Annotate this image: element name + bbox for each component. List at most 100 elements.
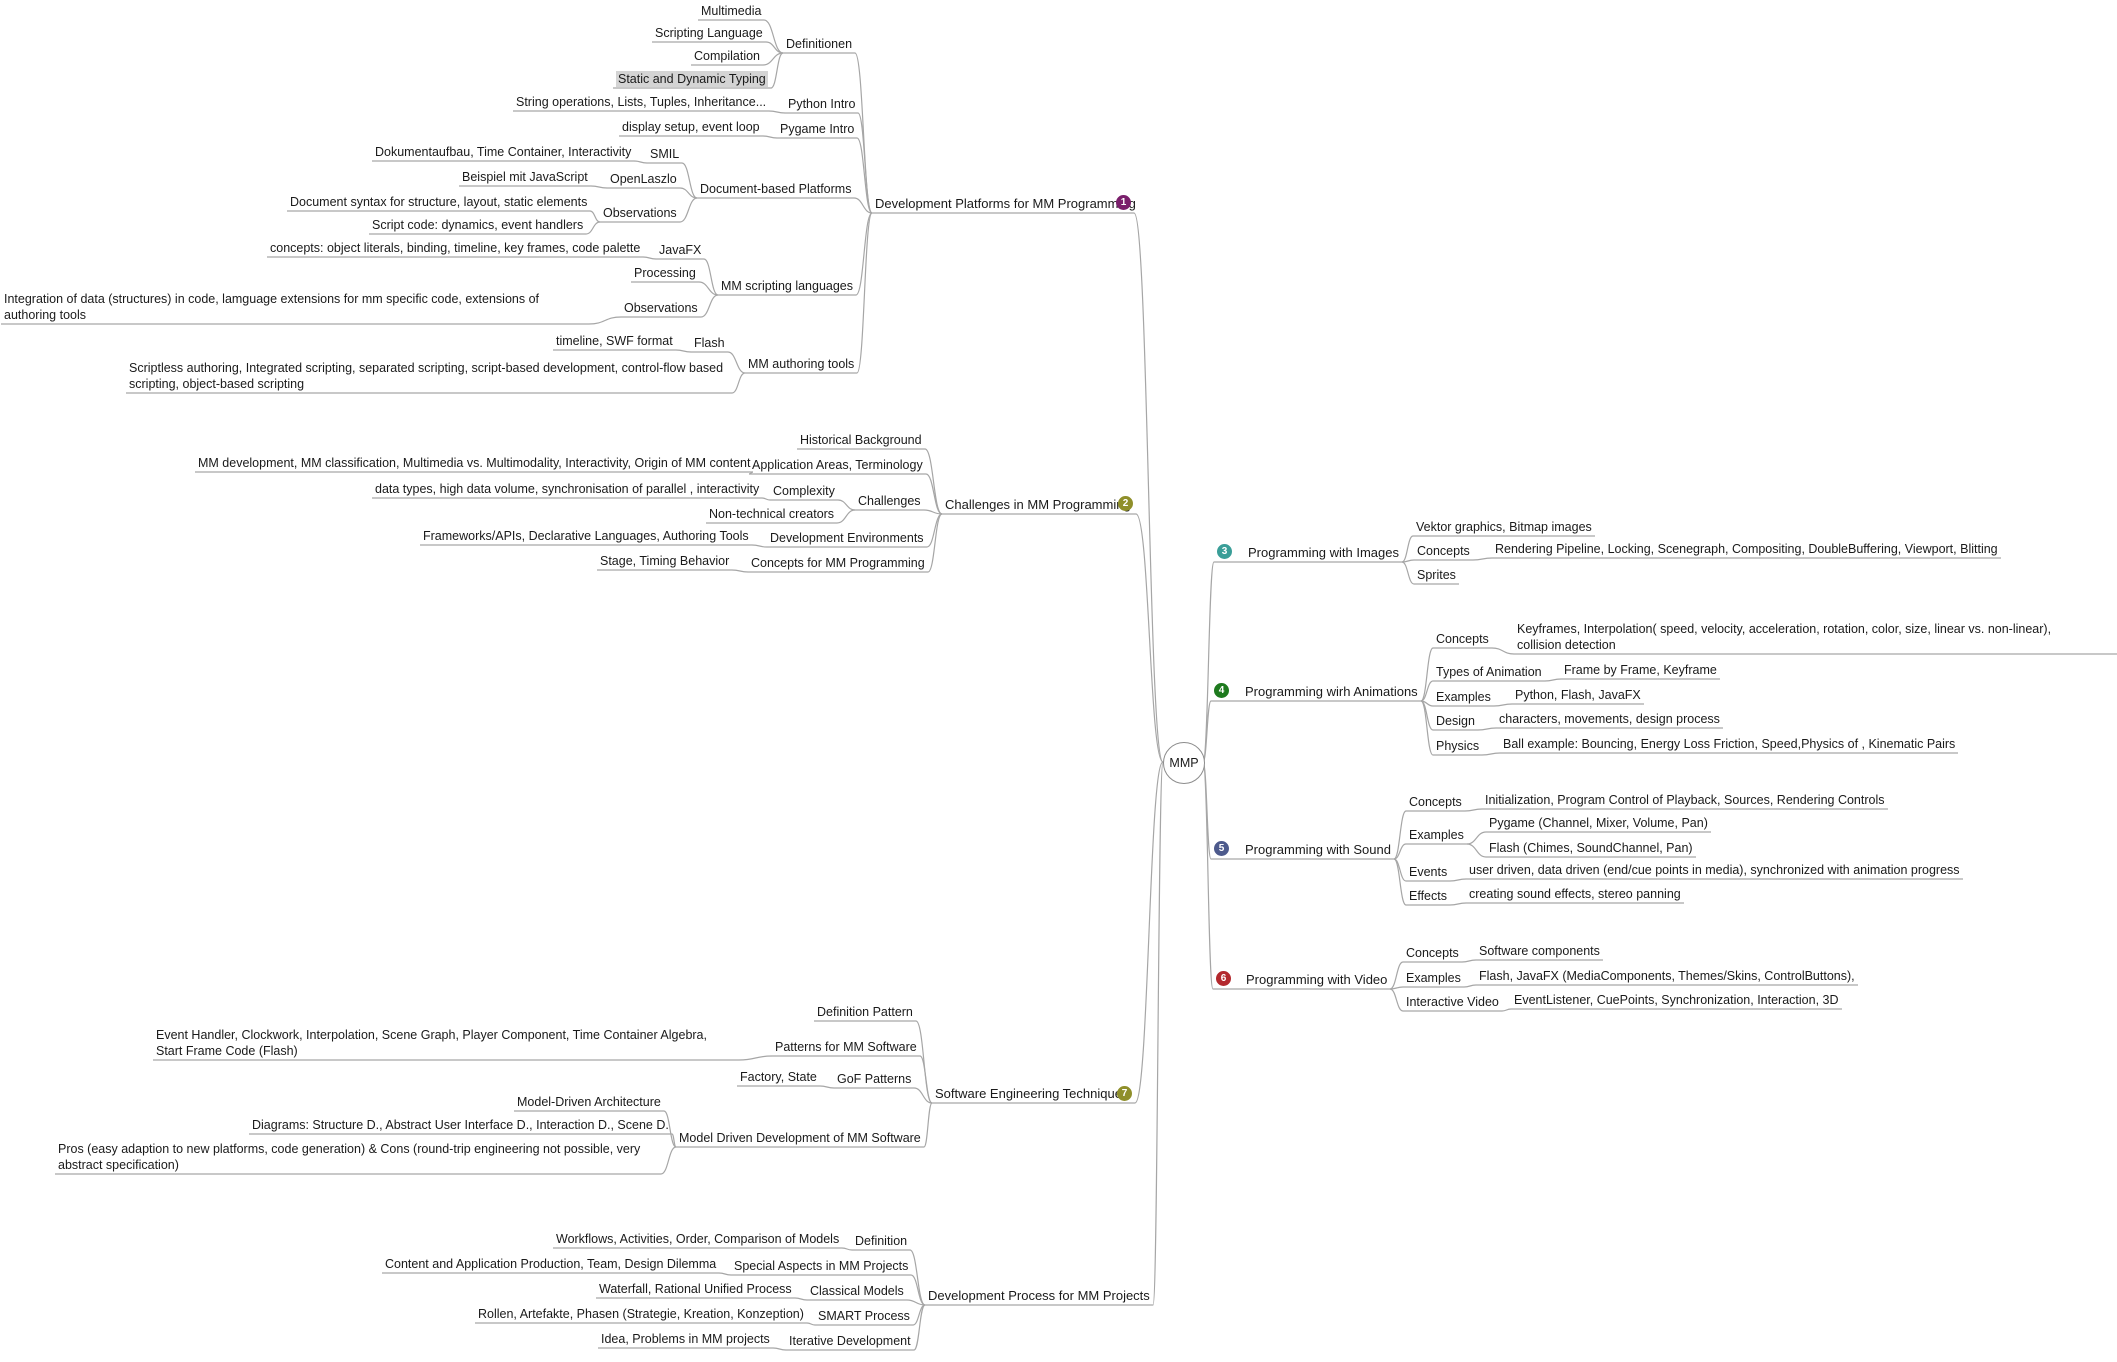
node-ad[interactable]: Design — [1436, 714, 1475, 728]
node-pid1[interactable]: Idea, Problems in MM projects — [601, 1332, 770, 1346]
node-aa[interactable]: Application Areas, Terminology — [752, 458, 923, 472]
node-cmp[interactable]: Concepts for MM Programming — [751, 556, 925, 570]
edge-b8-pd — [909, 1249, 926, 1306]
node-cmp1[interactable]: Stage, Timing Behavior — [600, 554, 730, 568]
node-pm1[interactable]: Event Handler, Clockwork, Interpolation,… — [156, 1028, 707, 1058]
node-mobs1[interactable]: Integration of data (structures) in code… — [4, 292, 539, 322]
node-is[interactable]: Sprites — [1417, 568, 1456, 582]
branch-node-b1[interactable]: Development Platforms for MM Programming — [875, 196, 1136, 211]
node-jfx1[interactable]: concepts: object literals, binding, time… — [270, 241, 641, 255]
node-vc1[interactable]: Software components — [1479, 944, 1600, 958]
branch-node-b5[interactable]: Programming with Sound — [1245, 842, 1391, 857]
node-sv1[interactable]: user driven, data driven (end/cue points… — [1469, 863, 1960, 877]
node-pm[interactable]: Patterns for MM Software — [775, 1040, 917, 1054]
node-def3[interactable]: Compilation — [694, 49, 761, 63]
branch-node-b7[interactable]: Software Engineering Techniques — [935, 1086, 1129, 1101]
node-sv[interactable]: Events — [1409, 865, 1448, 879]
edge-b6-vc — [1389, 961, 1404, 990]
node-doc[interactable]: Document-based Platforms — [700, 182, 852, 196]
edge-root-b7 — [1134, 761, 1164, 1104]
node-i1[interactable]: Vektor graphics, Bitmap images — [1416, 520, 1592, 534]
node-pd[interactable]: Definition — [855, 1234, 908, 1248]
node-proc[interactable]: Processing — [634, 266, 696, 280]
node-pg[interactable]: Pygame Intro — [780, 122, 855, 136]
node-ae1[interactable]: Python, Flash, JavaFX — [1515, 688, 1641, 702]
node-ch[interactable]: Challenges — [858, 494, 921, 508]
node-def4[interactable]: Static and Dynamic Typing — [616, 71, 768, 87]
node-pg1[interactable]: display setup, event loop — [622, 120, 760, 134]
node-gof1[interactable]: Factory, State — [740, 1070, 817, 1084]
node-ac[interactable]: Concepts — [1436, 632, 1489, 646]
branch-node-b3[interactable]: Programming with Images — [1248, 545, 1399, 560]
node-obs1[interactable]: Document syntax for structure, layout, s… — [290, 195, 588, 209]
node-cx1[interactable]: data types, high data volume, synchronis… — [375, 482, 760, 496]
node-def[interactable]: Definitionen — [786, 37, 853, 51]
node-psa1[interactable]: Content and Application Production, Team… — [385, 1257, 717, 1271]
node-mat1[interactable]: Scriptless authoring, Integrated scripti… — [129, 361, 724, 391]
node-py1[interactable]: String operations, Lists, Tuples, Inheri… — [516, 95, 767, 109]
node-hb[interactable]: Historical Background — [800, 433, 922, 447]
node-psm[interactable]: SMART Process — [818, 1309, 910, 1323]
node-cx[interactable]: Complexity — [773, 484, 835, 498]
node-pcm[interactable]: Classical Models — [810, 1284, 904, 1298]
node-sf1[interactable]: creating sound effects, stereo panning — [1469, 887, 1681, 901]
node-ve[interactable]: Examples — [1406, 971, 1461, 985]
node-mat[interactable]: MM authoring tools — [748, 357, 855, 371]
node-mobs[interactable]: Observations — [624, 301, 698, 315]
root-node[interactable]: MMP — [1163, 742, 1205, 784]
node-ap[interactable]: Physics — [1436, 739, 1480, 753]
node-pd1[interactable]: Workflows, Activities, Order, Comparison… — [556, 1232, 840, 1246]
node-ac1[interactable]: Keyframes, Interpolation( speed, velocit… — [1517, 622, 2052, 652]
node-ol[interactable]: OpenLaszlo — [610, 172, 677, 186]
node-pcm1[interactable]: Waterfall, Rational Unified Process — [599, 1282, 792, 1296]
node-ol1[interactable]: Beispiel mit JavaScript — [462, 170, 588, 184]
node-dp[interactable]: Definition Pattern — [817, 1005, 913, 1019]
node-sc[interactable]: Concepts — [1409, 795, 1462, 809]
node-pid[interactable]: Iterative Development — [789, 1334, 911, 1348]
node-mdd2[interactable]: Diagrams: Structure D., Abstract User In… — [252, 1118, 669, 1132]
node-py[interactable]: Python Intro — [788, 97, 856, 111]
node-fl[interactable]: Flash — [694, 336, 725, 350]
node-de[interactable]: Development Environments — [770, 531, 924, 545]
node-def2[interactable]: Scripting Language — [655, 26, 763, 40]
edge-pcm-pcm1 — [794, 1297, 808, 1301]
node-se[interactable]: Examples — [1409, 828, 1464, 842]
branch-node-b2[interactable]: Challenges in MM Programming — [945, 497, 1131, 512]
node-psa[interactable]: Special Aspects in MM Projects — [734, 1259, 909, 1273]
node-sc1[interactable]: Initialization, Program Control of Playb… — [1485, 793, 1885, 807]
node-gof[interactable]: GoF Patterns — [837, 1072, 912, 1086]
node-vi1[interactable]: EventListener, CuePoints, Synchronizatio… — [1514, 993, 1839, 1007]
node-fl1[interactable]: timeline, SWF format — [556, 334, 673, 348]
node-at[interactable]: Types of Animation — [1436, 665, 1542, 679]
node-de1[interactable]: Frameworks/APIs, Declarative Languages, … — [423, 529, 749, 543]
node-psm1[interactable]: Rollen, Artefakte, Phasen (Strategie, Kr… — [478, 1307, 804, 1321]
node-vi[interactable]: Interactive Video — [1406, 995, 1499, 1009]
node-at1[interactable]: Frame by Frame, Keyframe — [1564, 663, 1717, 677]
node-aa1[interactable]: MM development, MM classification, Multi… — [198, 456, 751, 470]
branch-node-b4[interactable]: Programming wirh Animations — [1245, 684, 1418, 699]
node-mdd3[interactable]: Pros (easy adaption to new platforms, co… — [58, 1142, 641, 1172]
node-se1[interactable]: Pygame (Channel, Mixer, Volume, Pan) — [1489, 816, 1708, 830]
node-jfx[interactable]: JavaFX — [659, 243, 702, 257]
node-def1[interactable]: Multimedia — [701, 4, 762, 18]
node-mdd1[interactable]: Model-Driven Architecture — [517, 1095, 661, 1109]
node-vc[interactable]: Concepts — [1406, 946, 1459, 960]
node-ve1[interactable]: Flash, JavaFX (MediaComponents, Themes/S… — [1479, 969, 1855, 983]
branch-node-b6[interactable]: Programming with Video — [1246, 972, 1388, 987]
node-mdd[interactable]: Model Driven Development of MM Software — [679, 1131, 921, 1145]
node-obs2[interactable]: Script code: dynamics, event handlers — [372, 218, 584, 232]
node-msl[interactable]: MM scripting languages — [721, 279, 854, 293]
node-smil[interactable]: SMIL — [650, 147, 680, 161]
node-ic1[interactable]: Rendering Pipeline, Locking, Scenegraph,… — [1495, 542, 1998, 556]
node-smil1[interactable]: Dokumentaufbau, Time Container, Interact… — [375, 145, 632, 159]
node-ae[interactable]: Examples — [1436, 690, 1491, 704]
node-ntc[interactable]: Non-technical creators — [709, 507, 835, 521]
node-ad1[interactable]: characters, movements, design process — [1499, 712, 1720, 726]
node-ap1[interactable]: Ball example: Bouncing, Energy Loss Fric… — [1503, 737, 1956, 751]
branch-node-b8[interactable]: Development Process for MM Projects — [928, 1288, 1150, 1303]
priority-badge-6: 6 — [1216, 971, 1231, 986]
node-obs[interactable]: Observations — [603, 206, 677, 220]
node-se2[interactable]: Flash (Chimes, SoundChannel, Pan) — [1489, 841, 1693, 855]
node-ic[interactable]: Concepts — [1417, 544, 1470, 558]
node-sf[interactable]: Effects — [1409, 889, 1447, 903]
